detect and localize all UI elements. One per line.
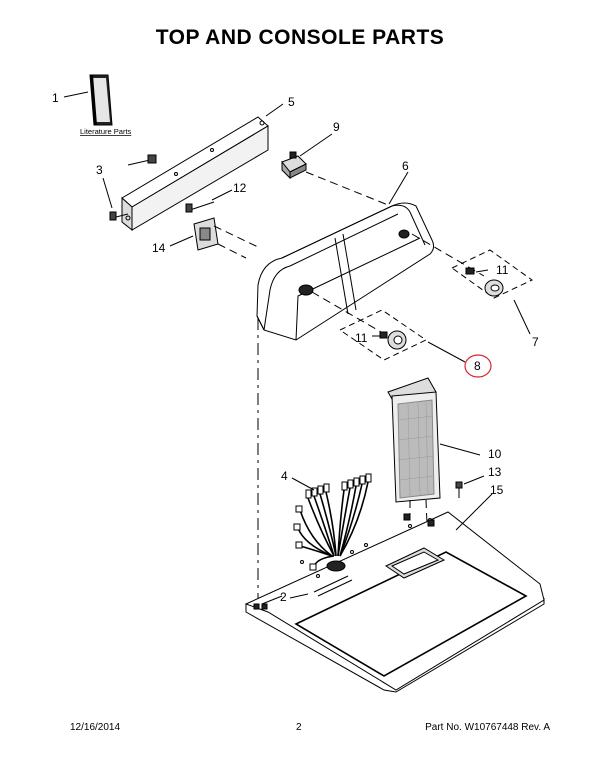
wire-harness: [293, 473, 372, 571]
callout-5: 5: [288, 95, 295, 109]
callout-13: 13: [488, 465, 502, 479]
console-rear-panel: [121, 116, 269, 232]
callout-2: 2: [280, 590, 287, 604]
highlight-circle: [464, 354, 492, 378]
callout-8: 8: [474, 359, 481, 373]
knob-assembly-7: [451, 249, 533, 299]
literature-parts-booklet: [89, 74, 113, 126]
callout-3: 3: [96, 163, 103, 177]
callout-15: 15: [490, 483, 504, 497]
screw-12: [185, 201, 215, 213]
callout-10: 10: [488, 447, 502, 461]
callout-9: 9: [333, 120, 340, 134]
footer-date: 12/16/2014: [70, 722, 121, 733]
callout-4: 4: [281, 469, 288, 483]
console-housing: [256, 202, 435, 341]
callout-1: 1: [52, 91, 59, 105]
callout-14: 14: [152, 241, 166, 255]
lint-screen: [387, 377, 441, 503]
dryer-top: [244, 511, 545, 693]
callout-11-left: 11: [355, 331, 368, 345]
screw-13: [455, 481, 463, 498]
screw-3a: [127, 154, 157, 166]
footer-part-number: Part No. W10767448 Rev. A: [425, 722, 550, 733]
knob-assembly-8: [338, 309, 428, 361]
callout-12: 12: [233, 181, 247, 195]
console-bracket-14: [193, 217, 219, 251]
footer-page-number: 2: [296, 722, 302, 733]
page-title: TOP AND CONSOLE PARTS: [155, 26, 445, 49]
console-switch-9: [281, 151, 307, 180]
callout-11-right: 11: [496, 263, 509, 277]
callout-6: 6: [402, 159, 409, 173]
callout-7: 7: [532, 335, 539, 349]
literature-parts-label: Literature Parts: [80, 127, 132, 136]
screw-3b: [109, 211, 129, 221]
